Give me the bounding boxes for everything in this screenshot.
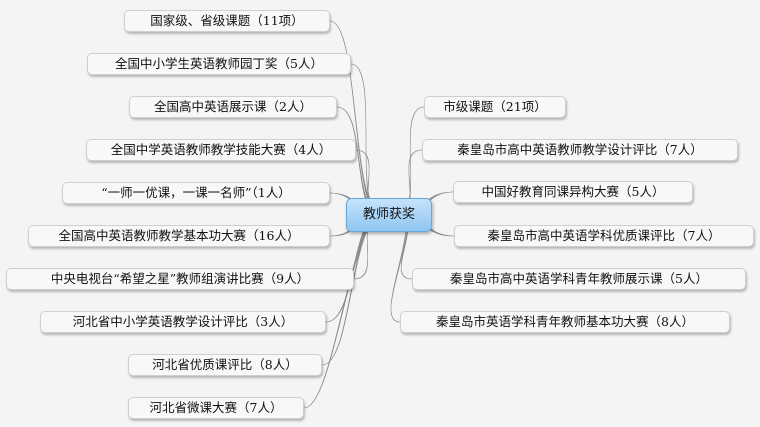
right-node-5[interactable]: 秦皇岛市高中英语学科青年教师展示课（5人） — [412, 268, 746, 290]
right-node-4[interactable]: 秦皇岛市高中英语学科优质课评比（7人） — [454, 225, 754, 247]
left-node-1[interactable]: 国家级、省级课题（11项） — [124, 10, 330, 32]
left-node-4[interactable]: 全国中学英语教师教学技能大赛（4人） — [86, 139, 356, 161]
right-node-1[interactable]: 市级课题（21项） — [424, 96, 566, 118]
left-node-10[interactable]: 河北省微课大赛（7人） — [128, 397, 304, 419]
left-node-8[interactable]: 河北省中小学英语教学设计评比（3人） — [40, 311, 326, 333]
left-node-2[interactable]: 全国中小学生英语教师园丁奖（5人） — [87, 53, 351, 75]
left-branch-2 — [350, 63, 382, 218]
left-node-7[interactable]: 中央电视台“希望之星”教师组演讲比赛（9人） — [6, 268, 354, 290]
right-node-3[interactable]: 中国好教育同课异构大赛（5人） — [453, 181, 693, 203]
right-node-2[interactable]: 秦皇岛市高中英语教师教学设计评比（7人） — [422, 139, 738, 161]
left-branch-1 — [329, 20, 382, 218]
left-node-6[interactable]: 全国高中英语教师教学基本功大赛（16人） — [28, 225, 330, 247]
left-branch-10 — [303, 212, 382, 409]
right-node-6[interactable]: 秦皇岛市英语学科青年教师基本功大赛（8人） — [400, 311, 730, 333]
left-node-5[interactable]: “一师一优课，一课一名师”（1人） — [62, 182, 330, 204]
right-branch-6 — [390, 212, 407, 323]
left-node-3[interactable]: 全国高中英语展示课（2人） — [129, 96, 337, 118]
center-node[interactable]: 教师获奖 — [346, 198, 432, 232]
left-node-9[interactable]: 河北省优质课评比（8人） — [128, 354, 322, 376]
